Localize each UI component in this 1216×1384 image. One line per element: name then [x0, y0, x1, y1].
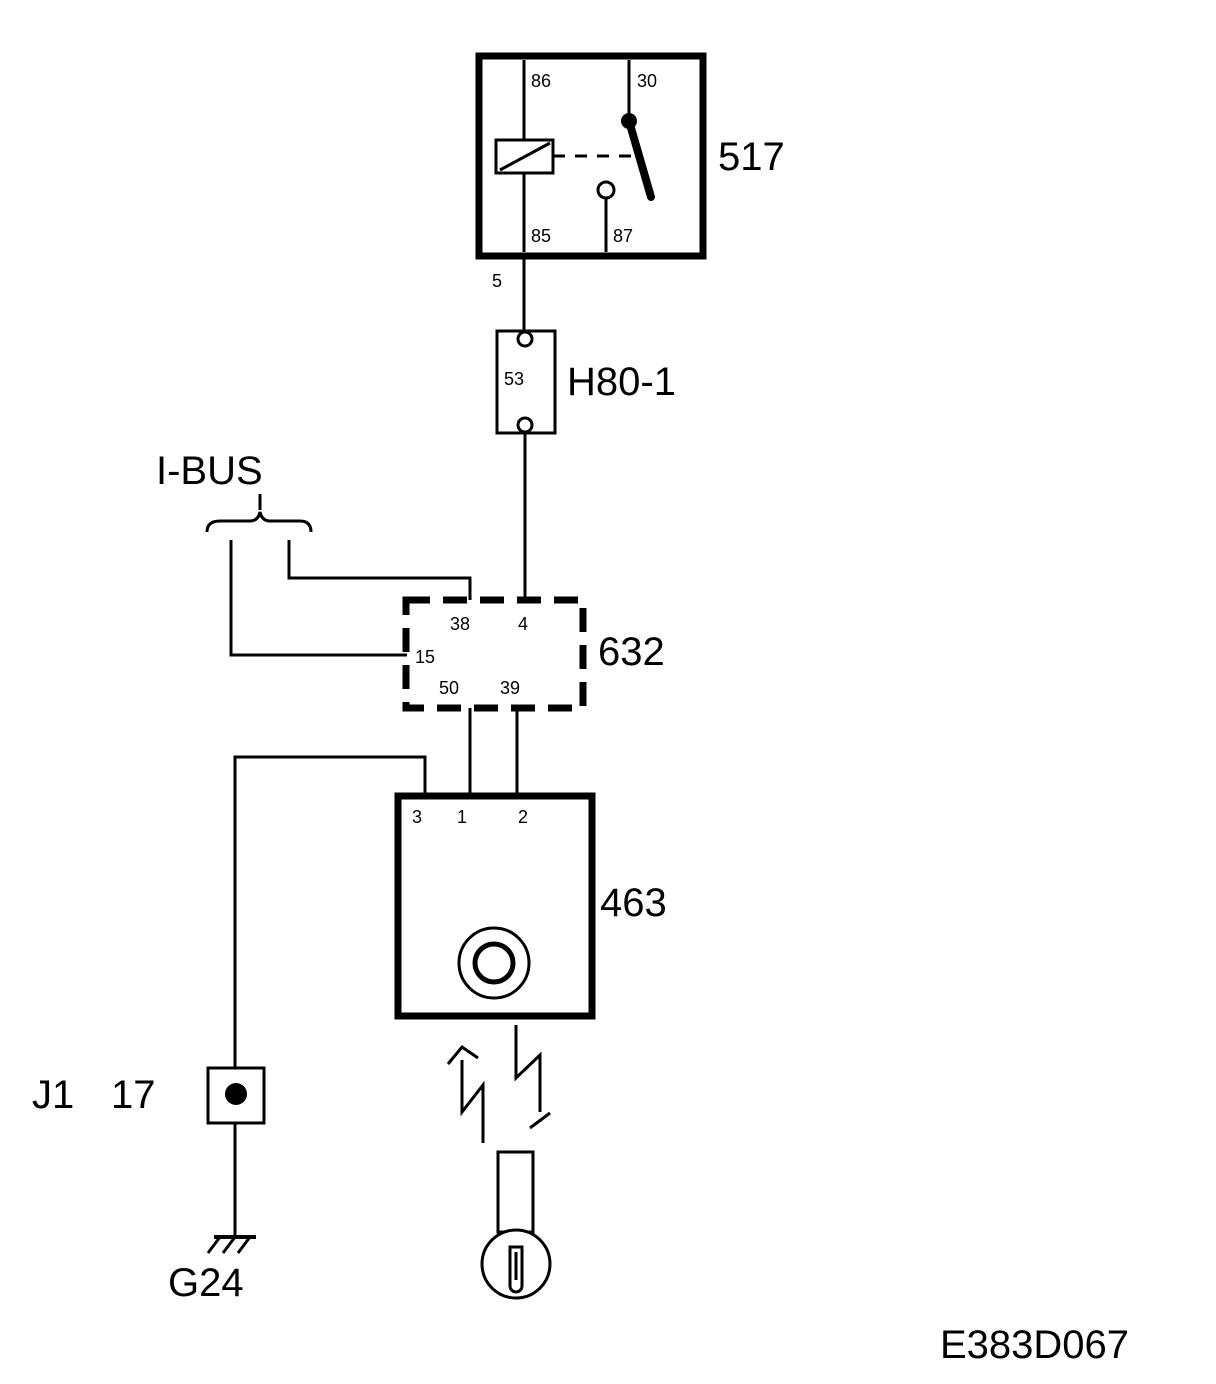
- signal-arrow-up-head-icon: [446, 1044, 479, 1065]
- connector-j1: J1 17: [32, 1066, 266, 1125]
- wire-number-5: 5: [492, 271, 502, 291]
- ground-id-label: G24: [168, 1261, 244, 1305]
- module-pin-15: 15: [415, 647, 435, 667]
- ignition-switch-463: 3 1 2 463: [394, 792, 667, 1020]
- module-pin-39: 39: [500, 678, 520, 698]
- module-frame: [402, 596, 587, 712]
- relay-contact-87: [596, 180, 616, 200]
- fuse-h80-1: 53 H80-1: [495, 329, 676, 435]
- signal-arrow-down-icon: [514, 1025, 542, 1112]
- i-bus-brace: [205, 511, 313, 533]
- switch-frame: [394, 792, 596, 1020]
- module-632: 38 4 15 50 39 632: [402, 596, 665, 712]
- transponder-key: [480, 1150, 552, 1300]
- fuse-pin-label: 53: [504, 369, 524, 389]
- switch-id-label: 463: [600, 881, 667, 925]
- signal-arrow-up-icon: [460, 1060, 485, 1143]
- relay-id-label: 517: [718, 135, 785, 179]
- key-blade-icon: [496, 1150, 535, 1234]
- connector-id-label: J1: [32, 1073, 74, 1117]
- relay-pin-30: 30: [637, 71, 657, 91]
- relay-switch-arm: [625, 117, 655, 201]
- ground-g24: G24: [168, 1235, 256, 1305]
- wire-bus-to-pin-15: [229, 540, 407, 657]
- relay-pin-87: 87: [613, 226, 633, 246]
- module-pin-4: 4: [518, 614, 528, 634]
- wire-pin-3-to-connector: [233, 755, 427, 1068]
- connector-pin-label: 17: [111, 1073, 156, 1117]
- ground-hatch-3: [236, 1236, 252, 1254]
- signal-arrow-down-head-icon: [529, 1111, 551, 1130]
- relay-pin-86: 86: [531, 71, 551, 91]
- key-cylinder-outer: [457, 926, 531, 1000]
- wireless-signal: [446, 1025, 551, 1143]
- module-pin-38: 38: [450, 614, 470, 634]
- ground-hatch-2: [221, 1236, 237, 1254]
- switch-pin-2: 2: [518, 807, 528, 827]
- i-bus: I-BUS: [156, 449, 472, 657]
- ground-hatch-1: [206, 1236, 222, 1254]
- wire-bus-to-pin-38: [287, 540, 472, 600]
- key-cylinder-inner: [472, 941, 516, 985]
- diagram-code: E383D067: [940, 1323, 1129, 1367]
- relay-pin-85: 85: [531, 226, 551, 246]
- fuse-terminal-top: [516, 330, 534, 348]
- fuse-terminal-bottom: [516, 416, 534, 434]
- switch-pin-3: 3: [412, 807, 422, 827]
- relay-coil-diagonal: [499, 141, 551, 172]
- switch-pin-1: 1: [457, 807, 467, 827]
- module-id-label: 632: [598, 630, 665, 674]
- relay-517: 86 30 85 87 517: [475, 52, 785, 260]
- relay-frame: [475, 52, 707, 260]
- i-bus-label: I-BUS: [156, 449, 263, 493]
- fuse-id-label: H80-1: [567, 360, 676, 404]
- connector-pin-dot: [225, 1083, 247, 1105]
- module-pin-50: 50: [439, 678, 459, 698]
